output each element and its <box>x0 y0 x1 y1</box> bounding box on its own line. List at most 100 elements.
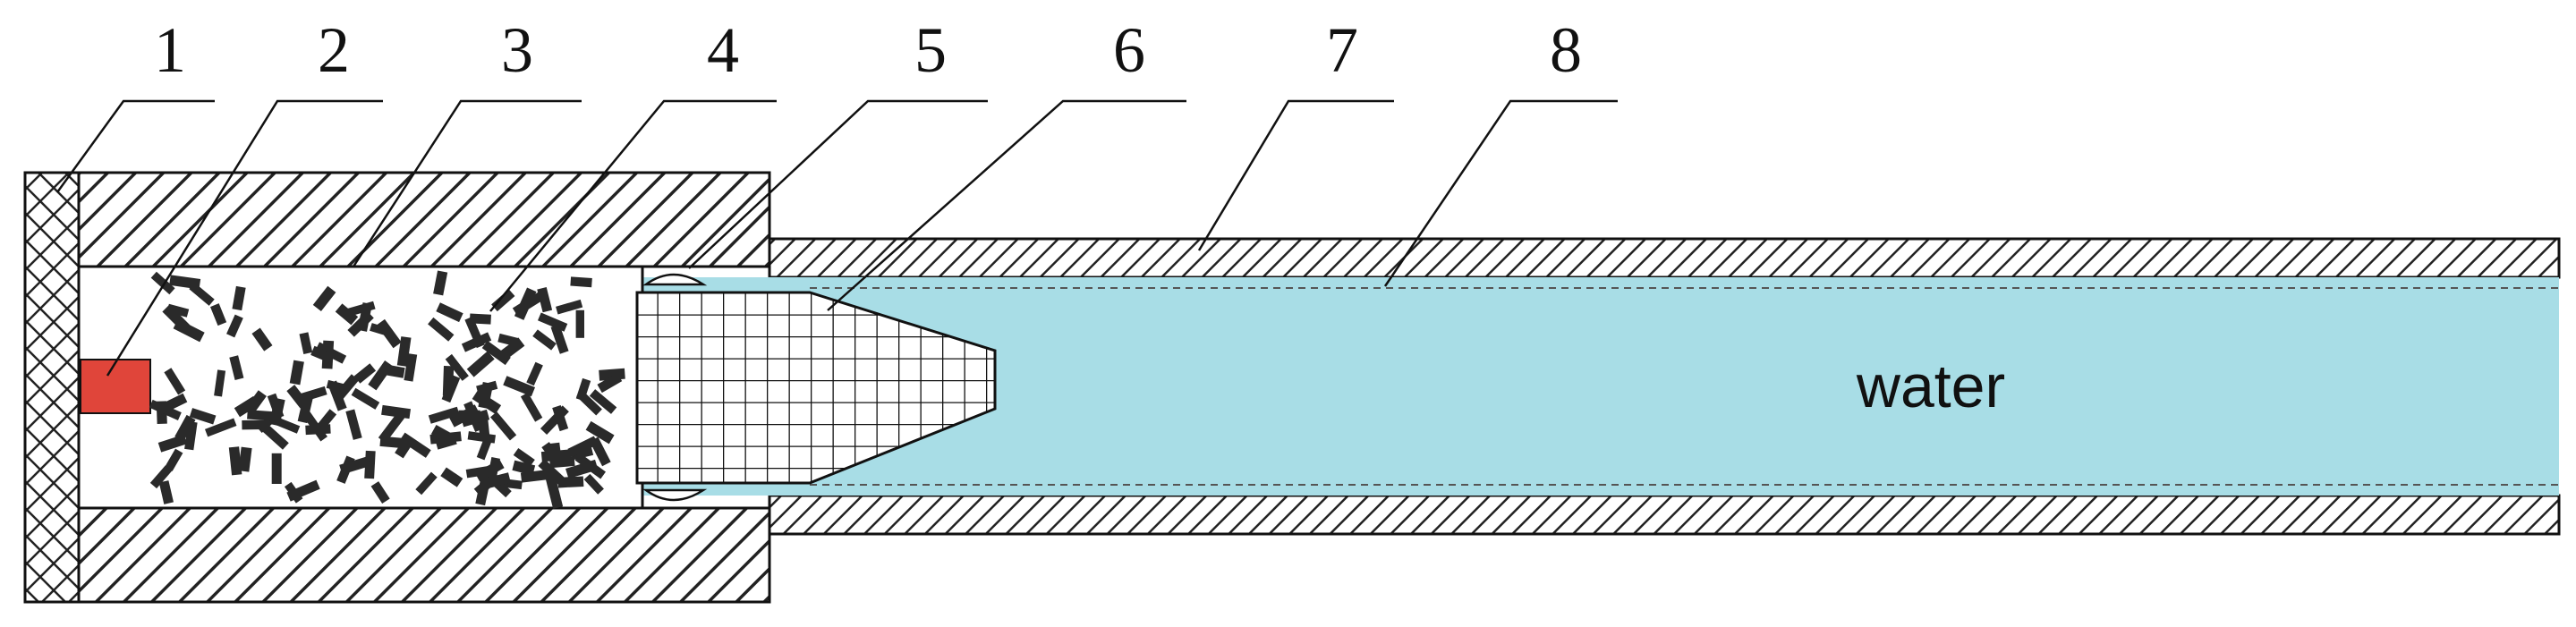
callout-number-8: 8 <box>1550 14 1582 86</box>
propellant-grain <box>583 473 604 495</box>
propellant-grain <box>149 465 173 489</box>
propellant-grain <box>299 332 313 355</box>
propellant-grain <box>339 456 371 475</box>
propellant-grain <box>271 453 282 485</box>
propellant-grain <box>430 425 455 445</box>
propellant-grain <box>189 282 215 306</box>
propellant-grain <box>259 422 289 450</box>
propellant-grain <box>520 469 553 483</box>
propellant-grain <box>351 387 380 410</box>
water-label: water <box>1856 352 2005 420</box>
propellant-grain <box>472 390 502 414</box>
propellant-grain <box>297 394 314 424</box>
propellant-grain <box>526 361 543 386</box>
propellant-grain <box>486 472 511 488</box>
end-plate <box>23 171 81 604</box>
propellant-grain <box>368 360 394 391</box>
propellant-grain <box>150 271 175 295</box>
propellant-grains <box>149 270 625 509</box>
propellant-grain <box>376 318 402 349</box>
propellant-grain <box>395 434 416 459</box>
propellant-grain <box>520 392 543 422</box>
callout-number-2: 2 <box>318 14 350 86</box>
propellant-grain <box>540 405 569 435</box>
barrel-wall <box>768 237 2561 536</box>
propellant-grain <box>347 310 374 337</box>
propellant-grain <box>570 445 594 461</box>
propellant-grain <box>379 436 405 449</box>
propellant-grain <box>466 351 495 377</box>
callout-2: 2 <box>106 14 383 377</box>
propellant-grain <box>214 369 226 397</box>
propellant-grain <box>404 353 418 382</box>
callout-number-4: 4 <box>707 14 739 86</box>
callout-7: 7 <box>1197 14 1394 251</box>
propellant-grain <box>156 393 188 416</box>
propellant-grain <box>441 374 461 403</box>
propellant-grain <box>513 447 535 467</box>
propellant-grain <box>284 481 303 504</box>
propellant-grain <box>229 355 244 380</box>
propellant-grain <box>428 317 455 342</box>
propellant-grain <box>476 438 492 461</box>
propellant-grain <box>440 467 463 487</box>
callout-3: 3 <box>352 14 582 267</box>
propellant-grain <box>174 414 196 442</box>
callout-4: 4 <box>489 14 777 312</box>
propellant-grain <box>238 446 252 472</box>
propellant-grain <box>415 471 438 496</box>
callout-number-5: 5 <box>914 14 947 86</box>
propellant-grain <box>549 456 575 469</box>
seal-ring <box>642 273 708 502</box>
propellant-grain <box>461 332 492 352</box>
propellant-grain <box>162 304 191 333</box>
propellant-grain <box>458 410 480 421</box>
propellant-grain <box>545 475 564 509</box>
propellant-grain <box>557 476 584 488</box>
callout-number-6: 6 <box>1113 14 1145 86</box>
propellant-grain <box>312 285 336 311</box>
propellant-grain <box>467 431 497 444</box>
propellant-grain <box>310 345 336 364</box>
propellant-grain <box>428 406 460 424</box>
propellant-grain <box>597 372 623 394</box>
propellant-grain <box>503 376 536 397</box>
propellant-grain <box>234 395 259 418</box>
propellant-grain <box>433 270 448 296</box>
propellant-grain <box>210 303 227 326</box>
callout-number-3: 3 <box>501 14 533 86</box>
callout-6: 6 <box>827 14 1186 311</box>
propellant-grain <box>550 324 569 354</box>
propellant-grain <box>532 329 557 351</box>
propellant-grain <box>228 446 242 476</box>
propellant-grain <box>184 421 198 451</box>
propellant-grain <box>273 416 301 434</box>
propellant-grain <box>498 337 525 361</box>
propellant-grain <box>353 363 377 384</box>
propellant-grain <box>538 312 568 332</box>
propellant-grain <box>575 309 584 338</box>
propellant-grain <box>512 292 544 317</box>
propellant-grain <box>165 448 183 471</box>
callout-number-1: 1 <box>154 14 186 86</box>
propellant-grain <box>226 314 243 338</box>
propellant-grain <box>327 380 347 411</box>
propellant-grain <box>481 340 511 366</box>
propellant-grain <box>491 289 515 312</box>
propellant-grain <box>344 301 376 318</box>
propellant-grain <box>345 409 362 440</box>
propellant-grain <box>585 420 615 445</box>
propellant-grain <box>445 353 469 381</box>
callout-number-7: 7 <box>1326 14 1358 86</box>
propellant-grain <box>436 302 463 323</box>
propellant-grain <box>232 285 246 311</box>
propellant-grain <box>589 389 617 414</box>
callout-8: 8 <box>1383 14 1618 287</box>
propellant-grain <box>204 418 237 437</box>
propellant-grain <box>474 459 505 482</box>
propellant-grain <box>378 412 405 444</box>
propellant-grain <box>164 368 186 395</box>
propellant-grain <box>242 419 265 430</box>
propellant-grain <box>370 481 390 504</box>
